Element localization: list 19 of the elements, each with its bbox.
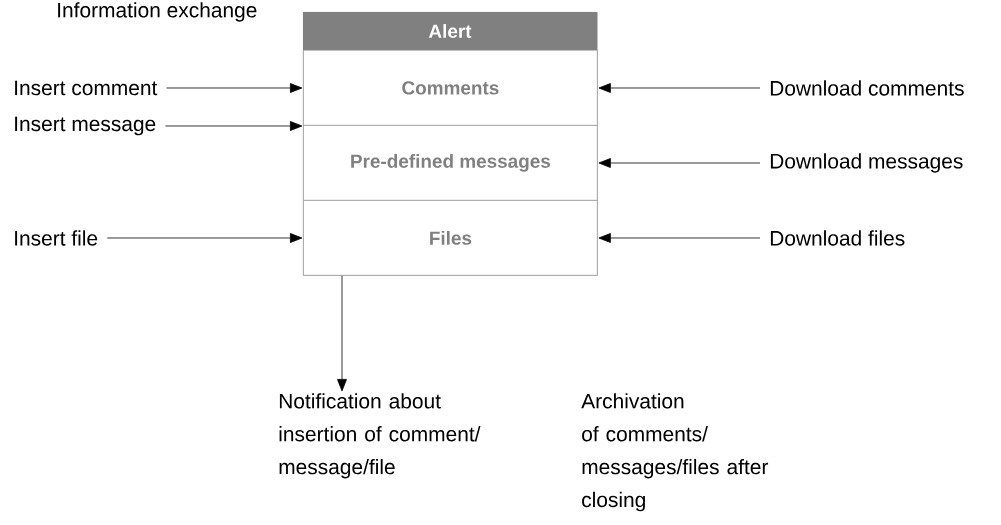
- table-row: Comments: [303, 50, 598, 126]
- text-label: Insert comment: [15, 80, 158, 96]
- table-row: Files: [303, 200, 598, 276]
- text-label: Notification about insertion of comment/ message/file: [279, 393, 481, 479]
- arrow: [337, 275, 347, 392]
- table-row: Pre-defined messages: [303, 125, 598, 201]
- text-label: Insert file: [15, 230, 98, 246]
- arrow: [106, 233, 303, 243]
- text-label: Download messages: [770, 153, 963, 173]
- arrow: [166, 83, 303, 93]
- arrow: [598, 83, 761, 93]
- arrow: [598, 233, 761, 243]
- text-label: Archivation of comments/ messages/files after closing: [581, 393, 769, 512]
- text-label: Download comments: [770, 80, 964, 96]
- text-label: Download files: [770, 230, 905, 246]
- arrow: [165, 121, 303, 131]
- text-label: Insert message: [15, 116, 156, 136]
- heading-text: Information exchange: [58, 2, 257, 22]
- arrow: [598, 158, 761, 168]
